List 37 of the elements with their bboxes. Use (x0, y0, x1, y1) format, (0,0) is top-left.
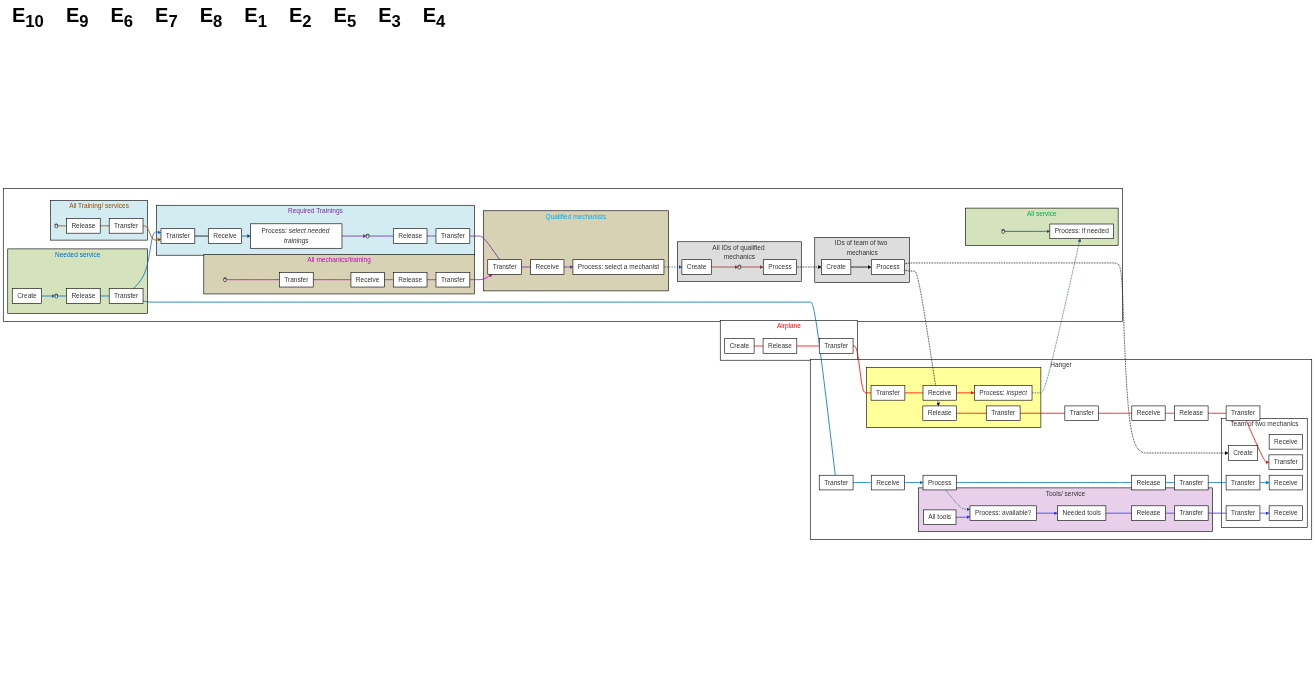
connector (1207, 512, 1227, 514)
connector (225, 279, 280, 281)
connector (312, 279, 352, 281)
connector (426, 279, 437, 281)
connector (426, 235, 437, 237)
node-cylinder (54, 293, 58, 299)
connector (142, 300, 836, 476)
connector (383, 279, 394, 281)
connector (1105, 512, 1133, 514)
connector (368, 235, 394, 237)
node-cylinder (54, 223, 58, 229)
band-label: E$_{9}$ (65, 4, 89, 32)
connector (57, 225, 67, 227)
connector (521, 266, 531, 268)
node-cylinder (366, 233, 370, 239)
cluster (866, 367, 1042, 428)
band-label: E$_{2}$ (288, 4, 312, 32)
node-cylinder (223, 277, 227, 282)
band-label: E$_{1}$ (244, 4, 267, 32)
node-cylinder (737, 264, 741, 270)
node-cylinder (1001, 229, 1005, 234)
band-label: E$_{4}$ (422, 4, 446, 32)
connector (469, 235, 501, 261)
connector (99, 225, 110, 227)
band-label: E$_{5}$ (333, 4, 357, 32)
band-label: E$_{6}$ (110, 4, 134, 32)
band-label: E$_{7}$ (155, 4, 178, 32)
band-label: E$_{10}$ (12, 4, 44, 32)
connector (1164, 482, 1175, 483)
band-label: E$_{8}$ (199, 4, 223, 32)
connector (955, 482, 1133, 483)
connector (1164, 512, 1175, 514)
band-label: E$_{3}$ (378, 4, 401, 32)
cluster (2, 188, 1123, 322)
connector (1207, 482, 1227, 483)
connector (1019, 412, 1066, 414)
connector (852, 482, 872, 483)
